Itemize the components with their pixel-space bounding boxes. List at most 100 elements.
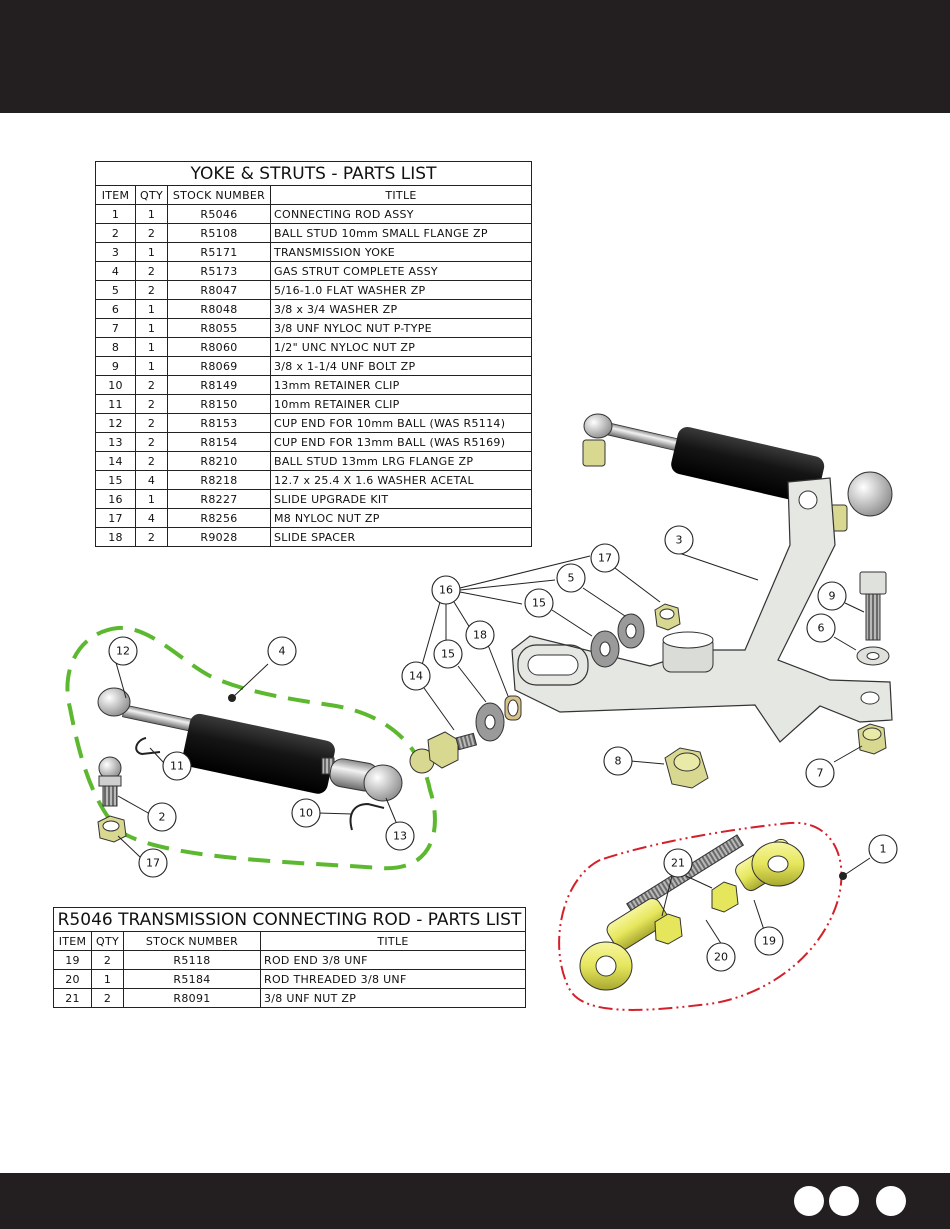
callout-11: 11 — [162, 751, 192, 781]
nut-17-upper — [654, 603, 681, 631]
svg-text:7: 7 — [817, 767, 824, 780]
ball-stud-2 — [98, 756, 122, 807]
cell-item: 10 — [95, 375, 136, 395]
callout-17: 17 — [138, 848, 168, 878]
cell-title: 3/8 UNF NYLOC NUT P-TYPE — [270, 318, 532, 338]
svg-text:8: 8 — [615, 755, 622, 768]
cell-title: 3/8 x 3/4 WASHER ZP — [270, 299, 532, 319]
retainer-clip-11 — [135, 737, 161, 756]
column-header-qty: QTY — [135, 185, 168, 205]
column-header-item: ITEM — [95, 185, 136, 205]
column-header-stock: STOCK NUMBER — [167, 185, 271, 205]
nut-17-lower — [97, 815, 127, 843]
svg-text:18: 18 — [473, 629, 487, 642]
cell-title: BALL STUD 13mm LRG FLANGE ZP — [270, 451, 532, 471]
page-dot-icon — [794, 1186, 824, 1216]
svg-text:9: 9 — [829, 590, 836, 603]
gas-strut-4 — [97, 687, 403, 802]
nut-8 — [664, 747, 709, 789]
cell-stock: R5108 — [167, 223, 271, 243]
cell-item: 21 — [53, 988, 92, 1008]
callout-5: 5 — [556, 563, 586, 593]
parts-table-title: YOKE & STRUTS - PARTS LIST — [95, 161, 532, 186]
svg-text:3: 3 — [676, 534, 683, 547]
svg-text:20: 20 — [714, 951, 728, 964]
svg-text:19: 19 — [762, 935, 776, 948]
callout-21: 21 — [663, 848, 693, 878]
svg-text:10: 10 — [299, 807, 313, 820]
cell-title: ROD END 3/8 UNF — [260, 950, 526, 970]
callout-16: 16 — [431, 575, 461, 605]
page-dot-icon — [829, 1186, 859, 1216]
svg-text:17: 17 — [146, 857, 160, 870]
cell-title: 12.7 x 25.4 X 1.6 WASHER ACETAL — [270, 470, 532, 490]
callout-12: 12 — [108, 636, 138, 666]
svg-text:21: 21 — [671, 857, 685, 870]
column-header-item: ITEM — [53, 931, 92, 951]
svg-text:11: 11 — [170, 760, 184, 773]
rod-group-outline — [558, 821, 843, 1011]
callout-3: 3 — [664, 525, 694, 555]
callout-6: 6 — [806, 613, 836, 643]
callout-15: 15 — [524, 588, 554, 618]
cell-title: 13mm RETAINER CLIP — [270, 375, 532, 395]
cell-title: SLIDE SPACER — [270, 527, 532, 547]
header-band — [0, 0, 950, 113]
cell-stock: R8091 — [123, 988, 261, 1008]
callout-15: 15 — [433, 639, 463, 669]
retainer-clip-10 — [349, 802, 385, 831]
cell-item: 17 — [95, 508, 136, 528]
callout-18: 18 — [465, 620, 495, 650]
svg-text:12: 12 — [116, 645, 130, 658]
svg-text:2: 2 — [159, 811, 166, 824]
callout-2: 2 — [147, 802, 177, 832]
callout-9: 9 — [817, 581, 847, 611]
svg-text:5: 5 — [568, 572, 575, 585]
callout-20: 20 — [706, 942, 736, 972]
svg-text:13: 13 — [393, 830, 407, 843]
cell-stock: R5046 — [167, 204, 271, 224]
svg-text:4: 4 — [279, 645, 286, 658]
callout-8: 8 — [603, 746, 633, 776]
page-dot-icon — [876, 1186, 906, 1216]
svg-text:6: 6 — [818, 622, 825, 635]
cell-qty: 2 — [91, 988, 124, 1008]
callout-bubbles: 3 17 5 16 15 18 15 14 9 6 7 8 12 4 11 2 … — [108, 525, 898, 972]
cell-title: 1/2" UNC NYLOC NUT ZP — [270, 337, 532, 357]
parts-table-title: R5046 TRANSMISSION CONNECTING ROD - PART… — [53, 907, 526, 932]
callout-1: 1 — [868, 834, 898, 864]
callout-13: 13 — [385, 821, 415, 851]
cell-title: SLIDE UPGRADE KIT — [270, 489, 532, 509]
column-header-stock: STOCK NUMBER — [123, 931, 261, 951]
svg-text:16: 16 — [439, 584, 453, 597]
connecting-rod-parts-table: R5046 TRANSMISSION CONNECTING ROD - PART… — [53, 907, 526, 1008]
callout-7: 7 — [805, 758, 835, 788]
callout-4: 4 — [267, 636, 297, 666]
svg-text:14: 14 — [409, 670, 423, 683]
cell-title: GAS STRUT COMPLETE ASSY — [270, 261, 532, 281]
cell-stock: R8055 — [167, 318, 271, 338]
cell-title: 3/8 UNF NUT ZP — [260, 988, 526, 1008]
spacer-18 — [504, 695, 522, 721]
cell-item: 16 — [95, 489, 136, 509]
cell-title: CUP END FOR 13mm BALL (WAS R5169) — [270, 432, 532, 452]
svg-text:1: 1 — [880, 843, 887, 856]
cell-title: CONNECTING ROD ASSY — [270, 204, 532, 224]
cell-title: BALL STUD 10mm SMALL FLANGE ZP — [270, 223, 532, 243]
callout-17: 17 — [590, 543, 620, 573]
callout-10: 10 — [291, 798, 321, 828]
